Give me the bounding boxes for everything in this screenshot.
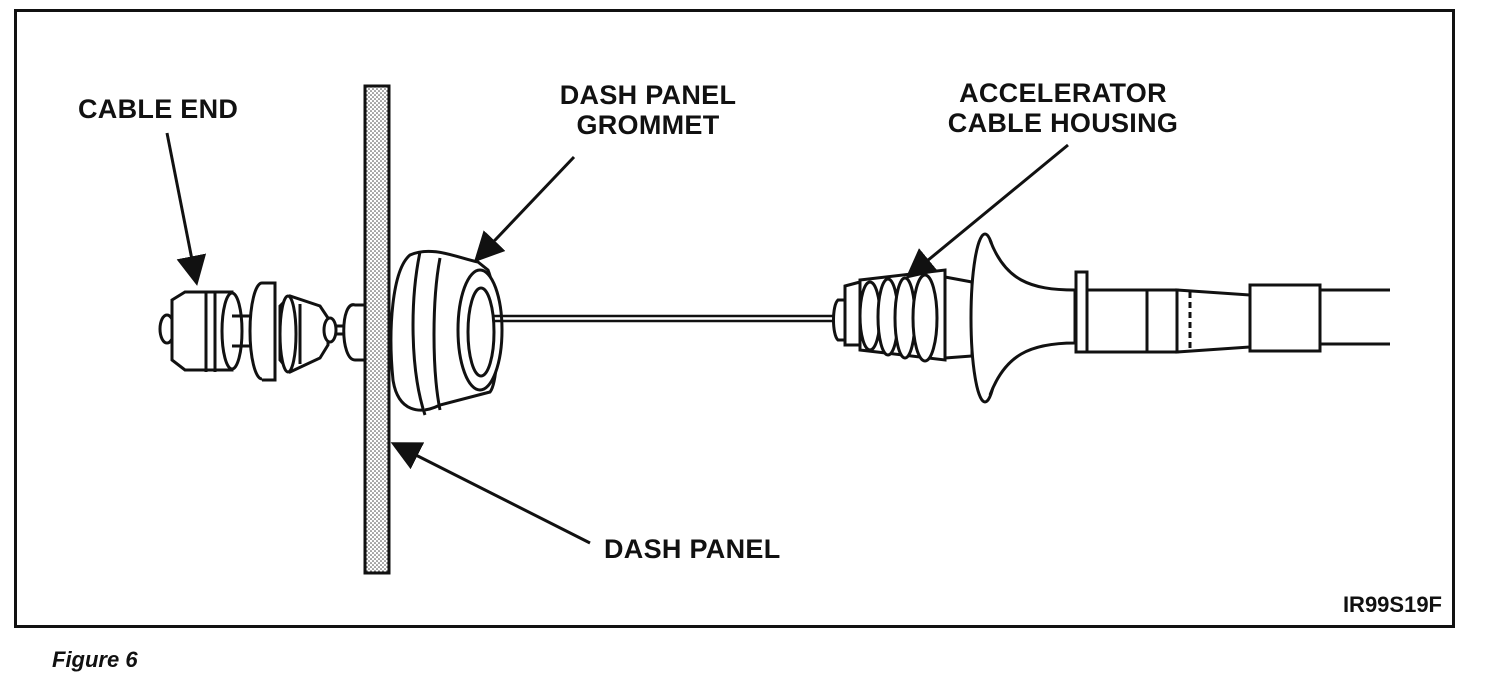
arrow-cable-end [165,132,207,286]
figure-frame [14,9,1455,628]
cable-end [158,281,372,382]
figure-id: IR99S19F [1342,592,1442,617]
label-dash-panel-grommet: DASH PANEL GROMMET [560,80,737,140]
arrow-cable-housing [905,143,1069,279]
accelerator-cable-housing [832,232,1390,404]
arrow-dash-panel [390,442,591,545]
dash-panel [363,84,391,575]
label-dash-panel-grommet-line1: DASH PANEL [559,80,737,110]
label-dash-panel: DASH PANEL [604,534,781,564]
figure-caption: Figure 6 [52,647,138,672]
label-dash-panel-grommet-line2: GROMMET [576,110,720,141]
label-cable-end: CABLE END [78,94,239,124]
label-accelerator-cable-housing-line1: ACCELERATOR [959,78,1167,108]
label-accelerator-cable-housing: ACCELERATOR CABLE HOUSING [948,78,1178,138]
arrow-grommet [473,155,576,263]
dash-panel-grommet [389,249,504,416]
label-accelerator-cable-housing-line2: CABLE HOUSING [947,108,1179,139]
